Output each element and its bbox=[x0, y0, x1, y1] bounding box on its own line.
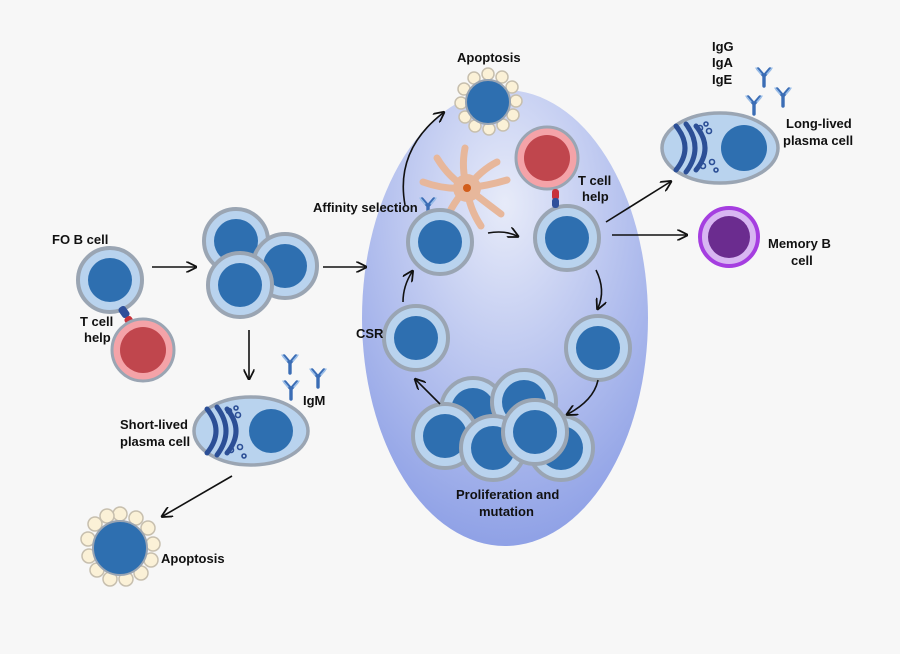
label-fo-b-cell: FO B cell bbox=[52, 232, 108, 247]
label-igm: IgM bbox=[303, 393, 325, 408]
label-long-lived-1: Long-lived bbox=[786, 116, 852, 131]
activated-b-cell-cluster bbox=[202, 207, 319, 319]
label-igg: IgG bbox=[712, 39, 734, 54]
label-ige: IgE bbox=[712, 72, 733, 87]
apoptotic-cell-top bbox=[454, 67, 523, 136]
t-cell-right bbox=[514, 125, 580, 208]
label-short-lived-2: plasma cell bbox=[120, 434, 190, 449]
label-t-cell-help-right-1: T cell bbox=[578, 173, 611, 188]
memory-b-cell bbox=[698, 206, 760, 268]
label-proliferation-1: Proliferation and bbox=[456, 487, 559, 502]
short-lived-plasma-cell bbox=[192, 395, 310, 467]
label-iga: IgA bbox=[712, 55, 734, 70]
selected-b-cell bbox=[533, 204, 601, 272]
label-t-cell-help-left-1: T cell bbox=[80, 314, 113, 329]
label-memory-b-2: cell bbox=[791, 253, 813, 268]
t-cell-left bbox=[110, 317, 176, 383]
label-apoptosis-top: Apoptosis bbox=[457, 50, 521, 65]
label-csr: CSR bbox=[356, 326, 384, 341]
centroblast-right bbox=[564, 314, 632, 382]
label-t-cell-help-right-2: help bbox=[582, 189, 609, 204]
fo-b-cell bbox=[76, 246, 144, 314]
apoptotic-cell-bottom bbox=[80, 506, 161, 587]
label-apoptosis-bottom: Apoptosis bbox=[161, 551, 225, 566]
centrocyte-selection bbox=[406, 208, 474, 276]
label-t-cell-help-left-2: help bbox=[84, 330, 111, 345]
label-affinity-selection: Affinity selection bbox=[313, 200, 418, 215]
label-proliferation-2: mutation bbox=[479, 504, 534, 519]
label-memory-b-1: Memory B bbox=[768, 236, 831, 251]
long-lived-plasma-cell bbox=[660, 111, 780, 185]
igg-iga-ige-antibodies bbox=[744, 66, 793, 116]
arrows bbox=[152, 113, 686, 516]
label-long-lived-2: plasma cell bbox=[783, 133, 853, 148]
csr-b-cell bbox=[382, 304, 450, 372]
label-short-lived-1: Short-lived bbox=[120, 417, 188, 432]
